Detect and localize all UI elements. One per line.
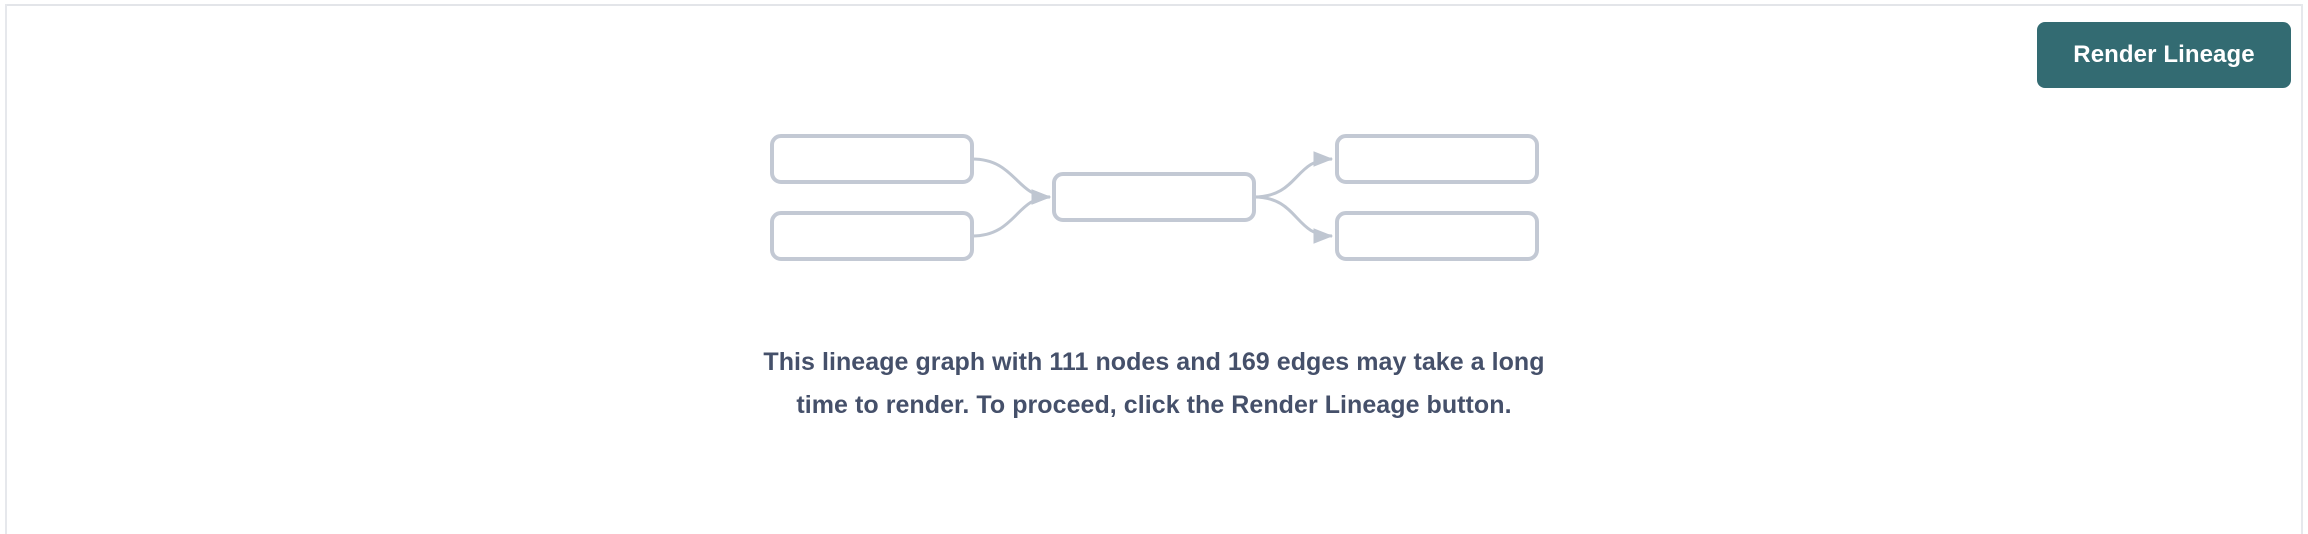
- edge-focus-to-downstream-2: [1253, 195, 1334, 244]
- lineage-node-downstream-1: [1335, 134, 1539, 184]
- panel-right-border: [2301, 4, 2303, 534]
- edge-upstream-2-to-focus: [971, 189, 1052, 238]
- panel-top-border: [5, 4, 2303, 6]
- lineage-placeholder-message: This lineage graph with 111 nodes and 16…: [763, 348, 1545, 419]
- lineage-node-focus: [1052, 172, 1256, 222]
- lineage-node-upstream-1: [770, 134, 974, 184]
- lineage-nodes: [770, 134, 1539, 261]
- render-lineage-button[interactable]: Render Lineage: [2037, 22, 2291, 88]
- lineage-graph-sketch: [754, 118, 1554, 308]
- lineage-edges: [971, 151, 1334, 244]
- edge-upstream-1-to-focus: [971, 157, 1052, 205]
- placeholder-container: This lineage graph with 111 nodes and 16…: [754, 118, 1554, 419]
- panel-left-border: [5, 4, 7, 534]
- edge-focus-to-downstream-1: [1253, 151, 1334, 199]
- lineage-node-upstream-2: [770, 211, 974, 261]
- lineage-node-downstream-2: [1335, 211, 1539, 261]
- lineage-sketch-svg: [770, 134, 1539, 261]
